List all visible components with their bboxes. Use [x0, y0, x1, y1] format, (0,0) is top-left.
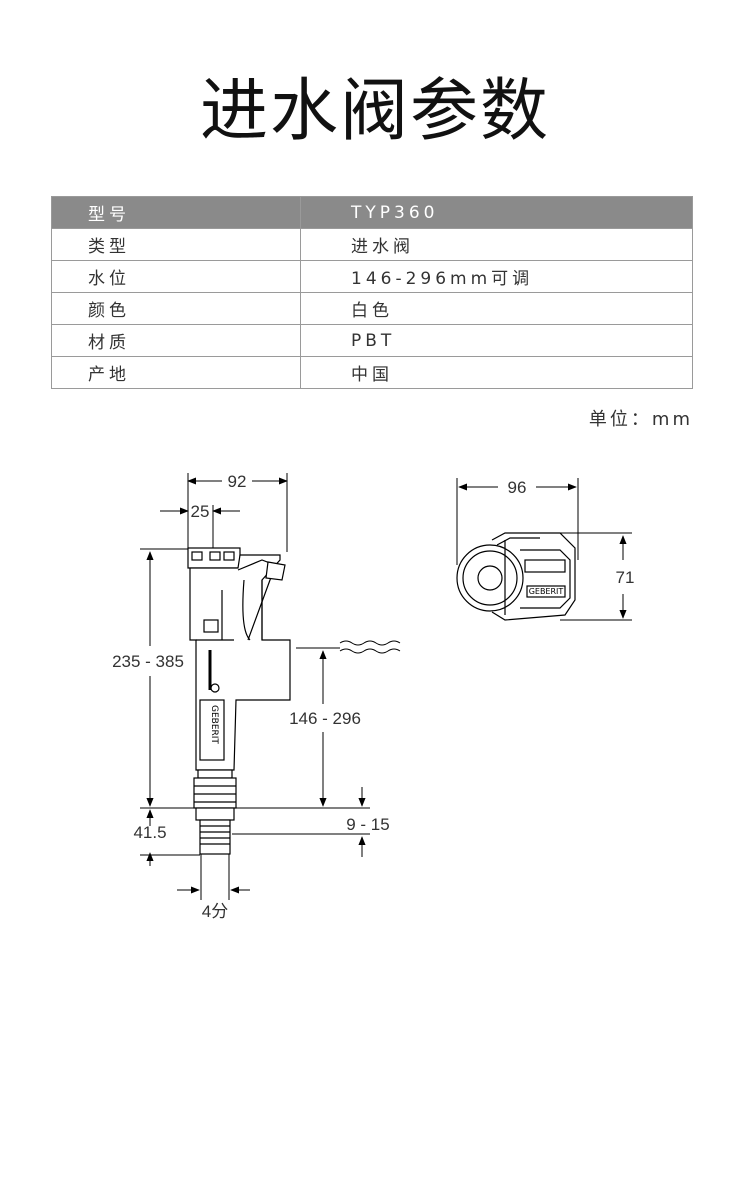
- unit-note: 单位：mm: [588, 409, 693, 430]
- side-view-labels: 92 25 235 - 385 146 - 296 41.5 9 - 15 4分: [112, 472, 390, 921]
- dim-label-base-offset: 41.5: [133, 823, 166, 842]
- table-row: 类型 进水阀: [51, 228, 693, 261]
- dim-label-top-height: 71: [616, 568, 635, 587]
- dim-label-water-level: 146 - 296: [289, 709, 361, 728]
- dim-label-width-offset: 25: [191, 502, 210, 521]
- spec-label: 类型: [51, 228, 301, 261]
- top-view-labels: 96 71: [508, 478, 635, 587]
- top-brand-label: GEBERIT: [529, 587, 564, 596]
- dim-label-width-total: 92: [228, 472, 247, 491]
- valve-top: GEBERIT: [456, 532, 576, 621]
- top-view: GEBERIT: [456, 478, 632, 621]
- page-title: 进水阀参数: [199, 72, 550, 151]
- valve-body: GEBERIT: [187, 547, 291, 855]
- spec-header-label: 型号: [51, 196, 301, 229]
- table-row: 水位 146-296mm可调: [51, 260, 693, 293]
- spec-table: 型号 TYP360 类型 进水阀 水位 146-296mm可调 颜色 白色 材质…: [51, 196, 693, 389]
- spec-label: 水位: [51, 260, 301, 293]
- side-brand-label: GEBERIT: [209, 705, 219, 744]
- table-row: 产地 中国: [51, 356, 693, 389]
- spec-value: 进水阀: [300, 228, 693, 261]
- dim-label-thread-range: 9 - 15: [346, 815, 389, 834]
- spec-value: 白色: [300, 292, 693, 325]
- spec-label: 颜色: [51, 292, 301, 325]
- dim-label-top-width: 96: [508, 478, 527, 497]
- spec-value: 146-296mm可调: [300, 260, 693, 293]
- table-row: 颜色 白色: [51, 292, 693, 325]
- spec-label: 材质: [51, 324, 301, 357]
- side-view: GEBERIT: [140, 473, 401, 900]
- table-row: 材质 PBT: [51, 324, 693, 357]
- spec-value: 中国: [300, 356, 693, 389]
- spec-header-value: TYP360: [300, 196, 693, 229]
- technical-drawing: GEBERIT 92 25 235 - 385 146 - 296 41.5 9…: [112, 472, 635, 921]
- spec-label: 产地: [51, 356, 301, 389]
- dim-label-connection: 4分: [202, 902, 228, 921]
- spec-value: PBT: [300, 324, 693, 357]
- spec-table-header: 型号 TYP360: [51, 196, 693, 229]
- dim-label-height-range: 235 - 385: [112, 652, 184, 671]
